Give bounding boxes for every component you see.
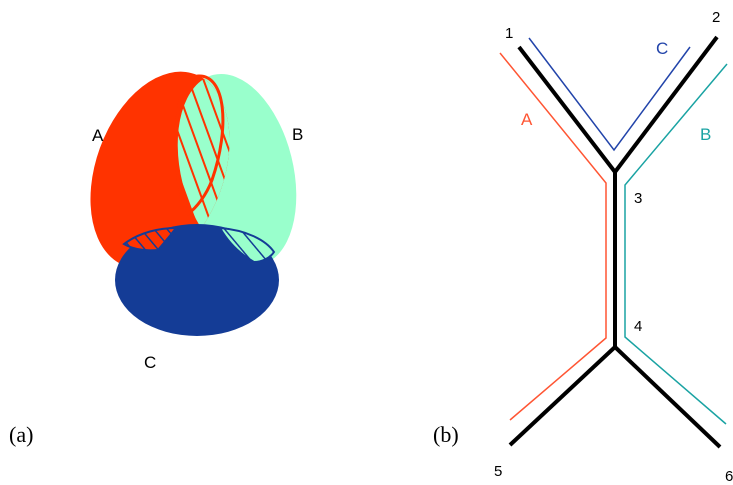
venn-diagram: A B C	[90, 71, 303, 372]
b-c-intersection-hatch	[218, 226, 276, 264]
node-2-label: 2	[712, 9, 720, 26]
node-3-label: 3	[634, 190, 642, 207]
path-b-label: B	[700, 125, 711, 144]
path-a-line	[499, 52, 607, 421]
path-a-label: A	[521, 110, 533, 129]
a-c-intersection-hatch	[122, 226, 179, 252]
a-b-intersection-outline	[174, 74, 225, 217]
path-c-line	[528, 37, 691, 152]
tree-edge-1-3	[517, 45, 617, 174]
set-c-label: C	[144, 353, 156, 372]
tree-edge-4-5	[508, 345, 617, 447]
panel-a-caption: (a)	[9, 422, 33, 447]
tree-edge-4-6	[613, 345, 722, 449]
set-a-label: A	[92, 126, 104, 145]
tree-edge-2-3	[613, 35, 719, 174]
set-b-label: B	[292, 125, 303, 144]
node-4-label: 4	[634, 318, 642, 335]
path-b-line	[624, 63, 728, 425]
node-6-label: 6	[725, 468, 733, 485]
node-5-label: 5	[494, 463, 502, 480]
path-c-label: C	[656, 39, 668, 58]
tree-diagram: 1 2 3 4 5 6 A B C	[494, 9, 733, 485]
set-c-region	[115, 224, 279, 336]
node-1-label: 1	[505, 25, 513, 42]
panel-b-caption: (b)	[433, 422, 459, 447]
